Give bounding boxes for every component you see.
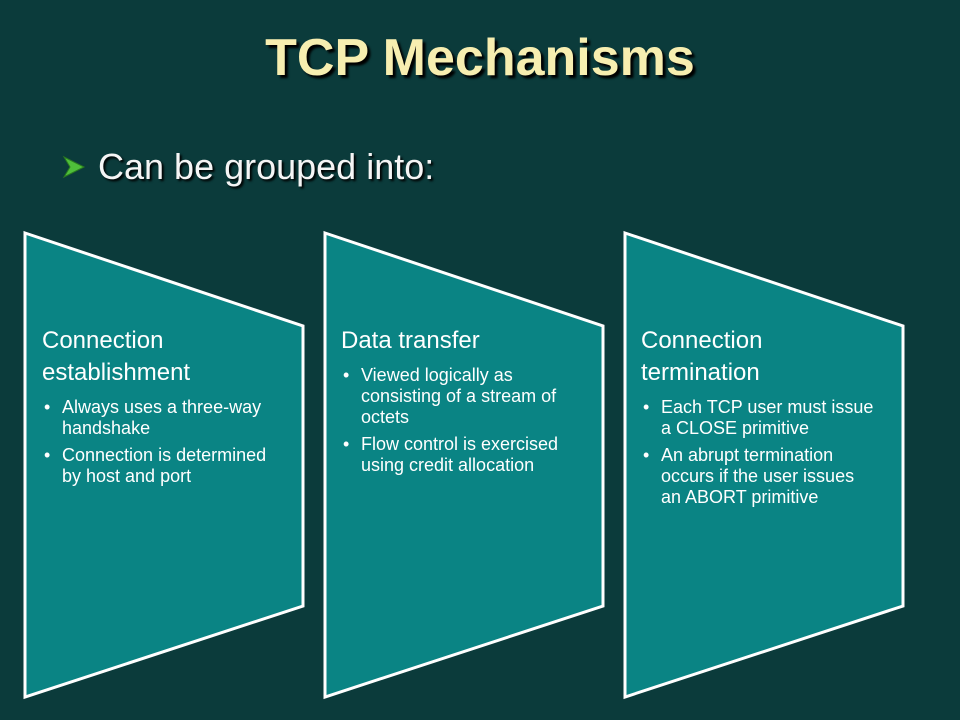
panel-heading: Data transfer: [341, 327, 480, 354]
panel-bullet-item: Connection is determined by host and por…: [42, 445, 278, 487]
panel-connection-termination: Connection termination Each TCP user mus…: [641, 325, 877, 514]
intro-bullet: Can be grouped into:: [62, 146, 434, 188]
panel-bullet-item: Viewed logically as consisting of a stre…: [341, 365, 577, 428]
panel-bullets: Viewed logically as consisting of a stre…: [341, 365, 577, 476]
panel-bullet-item: Always uses a three-way handshake: [42, 397, 278, 439]
panel-data-transfer: Data transfer Viewed logically as consis…: [341, 325, 577, 482]
panel-bullets: Each TCP user must issue a CLOSE primiti…: [641, 397, 877, 508]
slide-title: TCP Mechanisms: [265, 29, 695, 87]
panel-bullet-item: An abrupt termination occurs if the user…: [641, 445, 877, 508]
intro-text: Can be grouped into:: [98, 146, 435, 187]
panel-bullets: Always uses a three-way handshake Connec…: [42, 397, 278, 487]
panel-connection-establishment: Connection establishment Always uses a t…: [42, 325, 278, 493]
panel-heading: Connection establishment: [42, 327, 191, 386]
panel-bullet-item: Flow control is exercised using credit a…: [341, 434, 577, 476]
panel-bullet-item: Each TCP user must issue a CLOSE primiti…: [641, 397, 877, 439]
panel-heading: Connection termination: [641, 327, 763, 386]
arrow-bullet-icon: [62, 155, 86, 179]
